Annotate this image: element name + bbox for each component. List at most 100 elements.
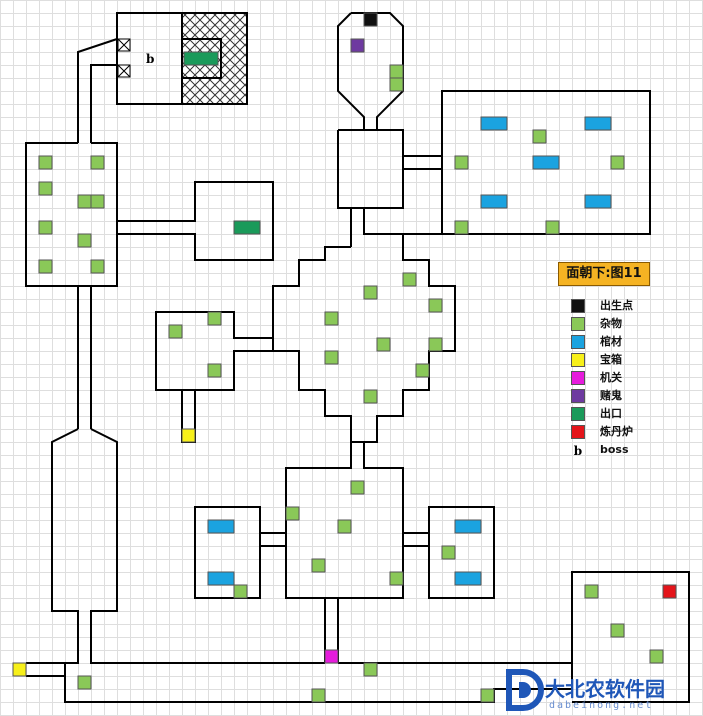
misc-item [363, 285, 378, 300]
misc-item [77, 233, 92, 248]
legend-label: 棺材 [600, 335, 622, 348]
room-west-lower-right [90, 428, 325, 664]
legend-item-furnace: 炼丹炉 [571, 424, 682, 442]
coffin-marker [207, 571, 235, 586]
watermark-text: 大北农软件园 [545, 677, 665, 701]
misc-item [38, 181, 53, 196]
misc-item [77, 675, 92, 690]
misc-item [532, 129, 547, 144]
misc-item [545, 220, 560, 235]
exit-swatch [571, 407, 585, 421]
legend-item-spawn: 出生点 [571, 298, 682, 316]
misc-item [389, 571, 404, 586]
coffin-marker [532, 155, 560, 170]
ghost-swatch [571, 389, 585, 403]
misc-item [428, 298, 443, 313]
legend-label: 赌鬼 [600, 389, 622, 402]
coffin-marker [480, 116, 508, 131]
misc-item [207, 363, 222, 378]
switch-marker [324, 649, 339, 664]
furnace-marker [662, 584, 677, 599]
boss-door-top-x [117, 38, 131, 52]
corridor-bottom [64, 571, 690, 703]
spawn-point [363, 12, 378, 27]
misc-item [38, 220, 53, 235]
switch-swatch [571, 371, 585, 385]
misc-item [324, 311, 339, 326]
misc-item [337, 519, 352, 534]
legend-label: 宝箱 [600, 353, 622, 366]
spawn-swatch [571, 299, 585, 313]
boss-symbol: b [573, 444, 583, 458]
misc-item [285, 506, 300, 521]
coffin-marker [454, 571, 482, 586]
legend-label: 出生点 [600, 299, 633, 312]
misc-item [402, 272, 417, 287]
misc-item [428, 337, 443, 352]
misc-item [207, 311, 222, 326]
exit-marker [233, 220, 261, 235]
legend-item-exit: 出口 [571, 406, 682, 424]
room-south-east [428, 506, 495, 599]
misc-item [311, 688, 326, 703]
legend-label: 炼丹炉 [600, 425, 633, 438]
corridor-boss-west-b [90, 64, 117, 143]
boss-marker: b [146, 52, 155, 66]
legend-label: 机关 [600, 371, 622, 384]
legend: 出生点 杂物 棺材 宝箱 机关 赌鬼 出口 炼丹炉 [571, 298, 682, 460]
coffin-marker [480, 194, 508, 209]
logo-icon [506, 669, 544, 711]
boss-exit-frame [181, 38, 222, 79]
misc-item [584, 584, 599, 599]
watermark-subtext: dabeinong.net [549, 700, 654, 711]
furnace-swatch [571, 425, 585, 439]
boss-door-bottom-x [117, 64, 131, 78]
room-west-annex [117, 181, 274, 261]
room-west-lower-left [51, 428, 79, 664]
legend-label: 杂物 [600, 317, 622, 330]
legend-item-boss: b boss [572, 442, 682, 460]
chest-swatch [571, 353, 585, 367]
map-title: 面朝下:图11 [558, 262, 650, 286]
misc-item [38, 259, 53, 274]
exit-marker [183, 51, 219, 66]
misc-item [38, 155, 53, 170]
misc-item [90, 155, 105, 170]
room-south-west [194, 506, 261, 599]
misc-item [324, 350, 339, 365]
misc-item [77, 194, 92, 209]
legend-item-chest: 宝箱 [571, 352, 682, 370]
room-south-center [285, 442, 404, 599]
coffin-swatch [571, 335, 585, 349]
coffin-marker [584, 194, 612, 209]
coffin-marker [584, 116, 612, 131]
chest-marker [12, 662, 27, 677]
coffin-marker [207, 519, 235, 534]
legend-item-switch: 机关 [571, 370, 682, 388]
misc-item [389, 77, 404, 92]
misc-item [441, 545, 456, 560]
misc-item [480, 688, 495, 703]
misc-item [454, 155, 469, 170]
coffin-marker [454, 519, 482, 534]
legend-item-ghost: 赌鬼 [571, 388, 682, 406]
watermark-logo: 大北农软件园 dabeinong.net [505, 668, 703, 716]
room-west-center [155, 311, 273, 391]
legend-label: boss [600, 443, 629, 456]
chest-marker [181, 428, 196, 443]
misc-item [233, 584, 248, 599]
misc-item [610, 623, 625, 638]
misc-item [389, 64, 404, 79]
misc-swatch [571, 317, 585, 331]
room-north-hub [337, 129, 404, 209]
misc-item [311, 558, 326, 573]
corridor-boss-west-a [77, 38, 118, 143]
misc-item [363, 389, 378, 404]
misc-item [90, 259, 105, 274]
misc-item [363, 662, 378, 677]
ghost-marker [350, 38, 365, 53]
room-west-upper [25, 142, 118, 287]
misc-item [649, 649, 664, 664]
